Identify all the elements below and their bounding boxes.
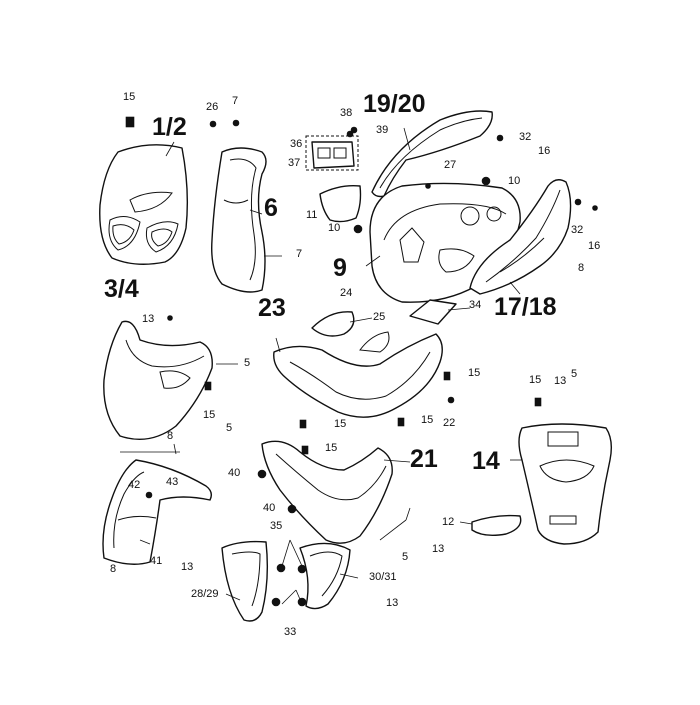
part-label: 13 — [386, 597, 399, 609]
part-label: 15 — [421, 414, 434, 426]
part-label: 13 — [554, 375, 567, 387]
bracket-part — [319, 184, 362, 223]
part-label: 27 — [444, 159, 457, 171]
part-label: 19/20 — [363, 90, 426, 118]
part-label: 6 — [264, 194, 278, 222]
part-label: 5 — [244, 357, 251, 369]
front-lower-shield-part — [103, 320, 213, 440]
part-label: 16 — [538, 145, 551, 157]
part-label: 40 — [263, 502, 276, 514]
part-label: 15 — [334, 418, 347, 430]
plate-part-25 — [311, 311, 355, 337]
part-label: 11 — [306, 209, 318, 221]
switch-unit-part — [305, 130, 359, 171]
part-label: 23 — [258, 294, 286, 322]
part-label: 12 — [442, 516, 455, 528]
part-label: 9 — [333, 254, 347, 282]
part-label: 8 — [578, 262, 585, 274]
part-label: 39 — [376, 124, 389, 136]
part-label: 5 — [226, 422, 233, 434]
rear-side-panel-part — [469, 179, 572, 295]
part-label: 15 — [529, 374, 542, 386]
part-label: 15 — [468, 367, 481, 379]
carrier-frame-part — [102, 459, 213, 565]
side-trim-left-part — [221, 540, 269, 622]
part-label: 7 — [296, 248, 303, 260]
part-label: 25 — [373, 311, 386, 323]
part-label: 42 — [128, 479, 141, 491]
part-label: 40 — [228, 467, 241, 479]
part-label: 36 — [290, 138, 303, 150]
part-label: 1/2 — [152, 113, 187, 141]
part-label: 13 — [142, 313, 155, 325]
part-label: 35 — [270, 520, 283, 532]
part-label: 15 — [203, 409, 216, 421]
part-label: 37 — [288, 157, 301, 169]
part-label: 17/18 — [494, 293, 557, 321]
part-label: 8 — [110, 563, 117, 575]
part-label: 10 — [328, 222, 341, 234]
part-label: 32 — [571, 224, 584, 236]
part-label: 30/31 — [369, 571, 397, 583]
part-label: 5 — [402, 551, 409, 563]
part-label: 21 — [410, 445, 438, 473]
part-label: 33 — [284, 626, 297, 638]
floor-board-part — [273, 331, 443, 418]
leader-lines — [120, 127, 522, 605]
part-label: 15 — [325, 442, 338, 454]
part-label: 34 — [469, 299, 482, 311]
part-label: 26 — [206, 101, 219, 113]
part-label: 7 — [232, 95, 239, 107]
part-label: 13 — [432, 543, 445, 555]
part-label: 8 — [167, 430, 174, 442]
part-label: 28/29 — [191, 588, 219, 600]
part-label: 16 — [588, 240, 601, 252]
rear-cover-part — [518, 423, 613, 545]
fasteners — [125, 116, 598, 607]
front-shield-part — [99, 144, 189, 265]
part-label: 24 — [340, 287, 353, 299]
part-label: 43 — [166, 476, 179, 488]
part-label: 41 — [150, 555, 163, 567]
part-label: 38 — [340, 107, 353, 119]
part-label: 3/4 — [104, 275, 139, 303]
part-label: 5 — [571, 368, 578, 380]
part-label: 10 — [508, 175, 521, 187]
part-label: 22 — [443, 417, 456, 429]
part-label: 32 — [519, 131, 532, 143]
side-trim-right-part — [299, 542, 351, 610]
part-label: 14 — [472, 447, 500, 475]
part-label: 15 — [123, 91, 136, 103]
plate-part-34 — [409, 299, 457, 325]
inner-panel-part — [211, 147, 267, 293]
part-label: 13 — [181, 561, 194, 573]
cover-plate-part — [471, 514, 522, 537]
